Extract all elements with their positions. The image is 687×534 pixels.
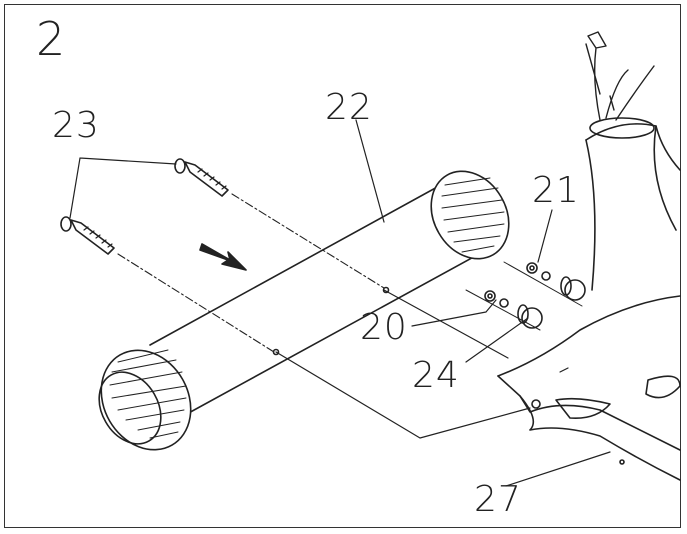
diagram-frame xyxy=(4,4,681,528)
part-label-22: 22 xyxy=(325,87,373,128)
washer-set-lower xyxy=(484,290,543,329)
part-label-24: 24 xyxy=(412,355,460,396)
step-number: 2 xyxy=(36,12,67,66)
carriage-bolt-lower xyxy=(60,216,115,255)
alignment-lines xyxy=(117,193,385,353)
part-label-20: 20 xyxy=(360,307,408,348)
part-label-21: 21 xyxy=(532,170,580,211)
stabilizer-tube xyxy=(98,170,510,451)
main-frame xyxy=(497,31,681,481)
direction-arrow xyxy=(199,243,247,271)
washer-set-upper xyxy=(526,262,586,301)
carriage-bolt-upper xyxy=(174,158,229,197)
part-label-27: 27 xyxy=(474,479,522,520)
part-label-23: 23 xyxy=(52,105,100,146)
